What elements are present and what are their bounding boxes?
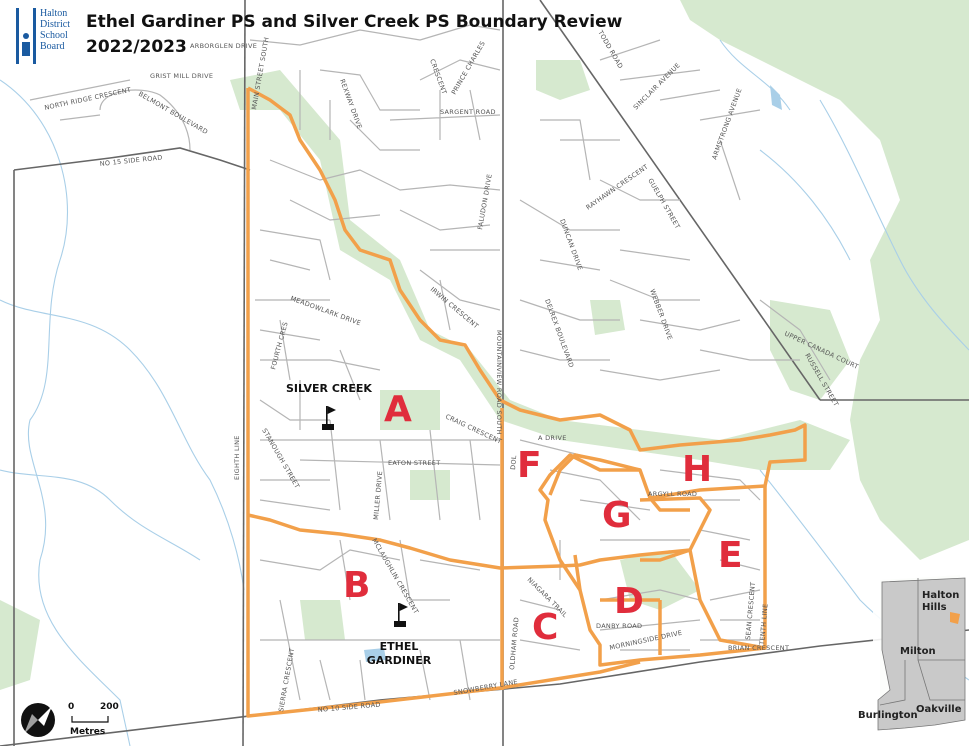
road-label: BELMONT BOULEVARD [137, 90, 209, 136]
road-label: SINCLAIR AVENUE [632, 61, 682, 111]
local-roads [29, 24, 831, 701]
road-label: ARBORGLEN DRIVE [190, 42, 257, 50]
road-label: NO 10 SIDE ROAD [317, 701, 381, 714]
inset-label-line: Halton [922, 590, 960, 601]
road-label: CRAIG CRESCENT [444, 413, 503, 446]
road-label: OLDHAM ROAD [508, 617, 521, 671]
school-label-line: GARDINER [366, 654, 432, 667]
school-label-silver-creek: SILVER CREEK [286, 382, 372, 395]
north-arrow-icon [21, 703, 55, 737]
road-label: CRESCENT [428, 58, 448, 96]
zone-label-e: E [718, 535, 743, 576]
pond [770, 85, 782, 110]
road-label: RAYHAWN CRESCENT [585, 163, 650, 212]
inset-label-halton-hills: Halton Hills [922, 590, 959, 614]
road-label: FALUDON DRIVE [476, 173, 494, 230]
flag-icon [322, 406, 336, 430]
map-title: Ethel Gardiner PS and Silver Creek PS Bo… [86, 10, 622, 60]
scale-bar [71, 716, 109, 723]
zone-label-c: C [532, 607, 559, 648]
road-label: SNOWBERRY LANE [453, 678, 519, 697]
title-line: Ethel Gardiner PS and Silver Creek PS Bo… [86, 12, 623, 32]
road-label: MILLER DRIVE [372, 471, 384, 521]
road-label: TENTH LINE [758, 603, 770, 646]
road-label: A DRIVE [538, 434, 567, 442]
title-line: 2022/2023 [86, 37, 187, 57]
scale-zero: 0 [68, 702, 75, 712]
road-label: NORTH RIDGE CRESCENT [44, 86, 132, 112]
zone-label-a: A [384, 389, 412, 430]
pond [364, 648, 386, 662]
road-label: MEADOWLARK DRIVE [289, 294, 362, 327]
road-label: EATON STREET [388, 459, 440, 467]
zone-label-d: D [614, 581, 644, 622]
road-label: GRIST MILL DRIVE [150, 72, 213, 80]
zone-label-b: B [343, 565, 371, 606]
road-label: DOL [509, 455, 518, 470]
catchment-boundaries [246, 86, 807, 718]
inset-label-line: Hills [922, 602, 947, 613]
org-name: Halton District School Board [40, 8, 70, 52]
school-label-ethel-gardiner: ETHEL GARDINER [364, 640, 434, 668]
road-label: REXWAY DRIVE [338, 78, 364, 130]
road-labels: ARBORGLEN DRIVE MAIN STREET SOUTH GRIST … [44, 28, 860, 714]
inset-map [873, 572, 966, 731]
inset-label-burlington: Burlington [858, 710, 918, 721]
road-label: BRIAN CRESCENT [728, 644, 789, 652]
road-label: DELREX BOULEVARD [543, 298, 575, 369]
road-label: GUELPH STREET [646, 177, 681, 230]
road-label: ARMSTRONG AVENUE [710, 87, 743, 161]
zone-label-h: H [682, 449, 713, 490]
org-line: Board [40, 41, 65, 52]
road-label: EIGHTH LINE [233, 435, 241, 480]
road-label: MORNINGSIDE DRIVE [609, 629, 683, 652]
green-spaces [0, 0, 969, 705]
org-line: School [40, 30, 68, 41]
inset-label-oakville: Oakville [916, 704, 962, 715]
hdsb-logo [14, 6, 74, 68]
road-label: SEAN CRESCENT [744, 581, 757, 640]
road-label: MOUNTAINVIEW ROAD SOUTH [495, 330, 503, 435]
flag-icon [394, 603, 408, 627]
road-label: WEBBER DRIVE [648, 288, 674, 341]
road-label: DANBY ROAD [596, 622, 642, 630]
school-label-line: ETHEL [379, 640, 419, 653]
scale-max: 200 [100, 702, 119, 712]
scale-unit: Metres [70, 727, 106, 737]
zone-label-f: F [517, 445, 542, 486]
road-label: IRWIN CRESCENT [429, 285, 480, 330]
org-line: Halton [40, 8, 68, 19]
road-label: ARGYLL ROAD [648, 490, 697, 498]
road-label: SIERRA CRESCENT [277, 647, 296, 712]
inset-label-milton: Milton [900, 646, 936, 657]
zone-label-g: G [602, 495, 632, 536]
road-label: SARGENT ROAD [440, 108, 496, 116]
org-line: District [40, 19, 70, 30]
